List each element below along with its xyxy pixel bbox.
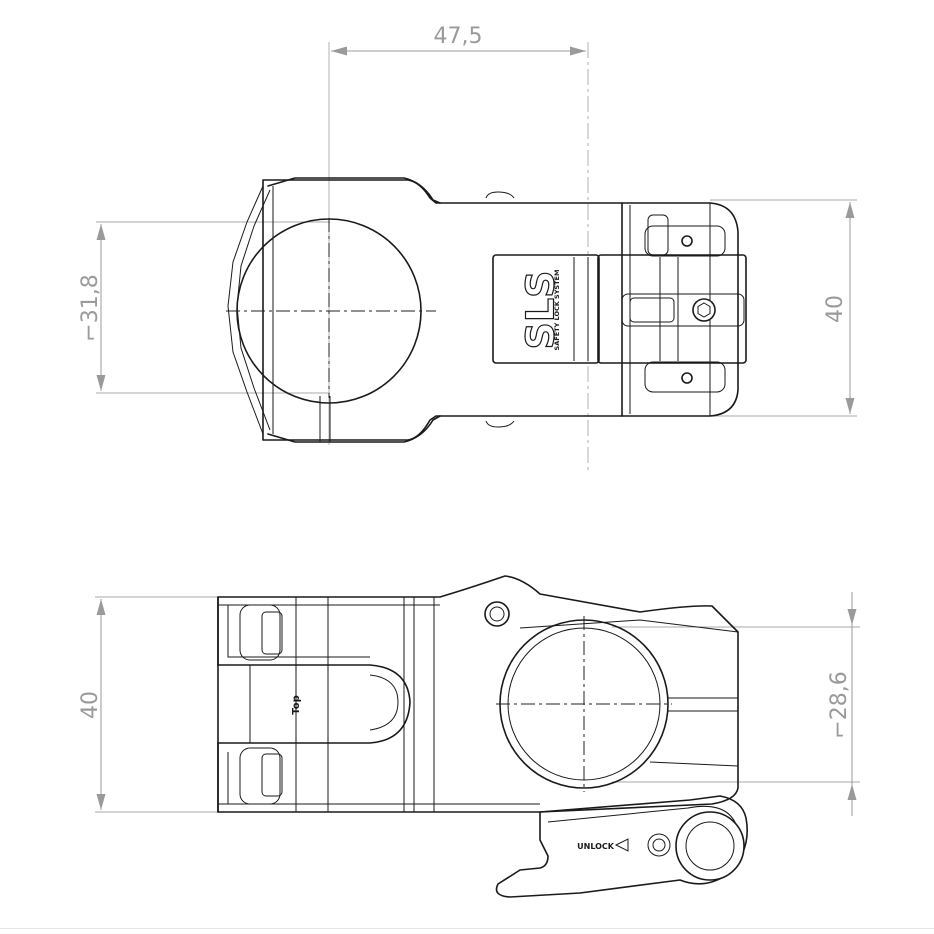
top-label: Top	[291, 695, 302, 715]
unlock-label: UNLOCK	[577, 842, 615, 851]
side-view: 40 ⌐28,6	[78, 575, 860, 898]
dimension-clamp-diameter: ⌐31,8	[78, 221, 330, 394]
dimension-steerer-diameter: ⌐28,6	[612, 592, 860, 816]
top-view: 47,5 ⌐31,8 40	[78, 24, 857, 472]
dimension-steerer-diameter-label: ⌐28,6	[827, 671, 852, 738]
dimension-clamp-width-bottom: 40	[78, 596, 225, 813]
dimension-clamp-width-bottom-label: 40	[78, 691, 103, 719]
stem-body-side: Top UNLOCK	[217, 575, 748, 898]
dimension-length: 47,5	[328, 24, 589, 472]
dimension-clamp-diameter-label: ⌐31,8	[78, 274, 103, 341]
dimension-length-label: 47,5	[434, 24, 483, 49]
dimension-clamp-width-top: 40	[710, 199, 857, 417]
sls-logo: SLS	[519, 271, 563, 350]
stem-body-top: SLS SAFETY LOCK SYSTEM	[226, 177, 747, 443]
footer-divider	[0, 928, 934, 929]
dimension-clamp-width-top-label: 40	[823, 295, 848, 323]
sls-subtitle: SAFETY LOCK SYSTEM	[553, 270, 561, 351]
